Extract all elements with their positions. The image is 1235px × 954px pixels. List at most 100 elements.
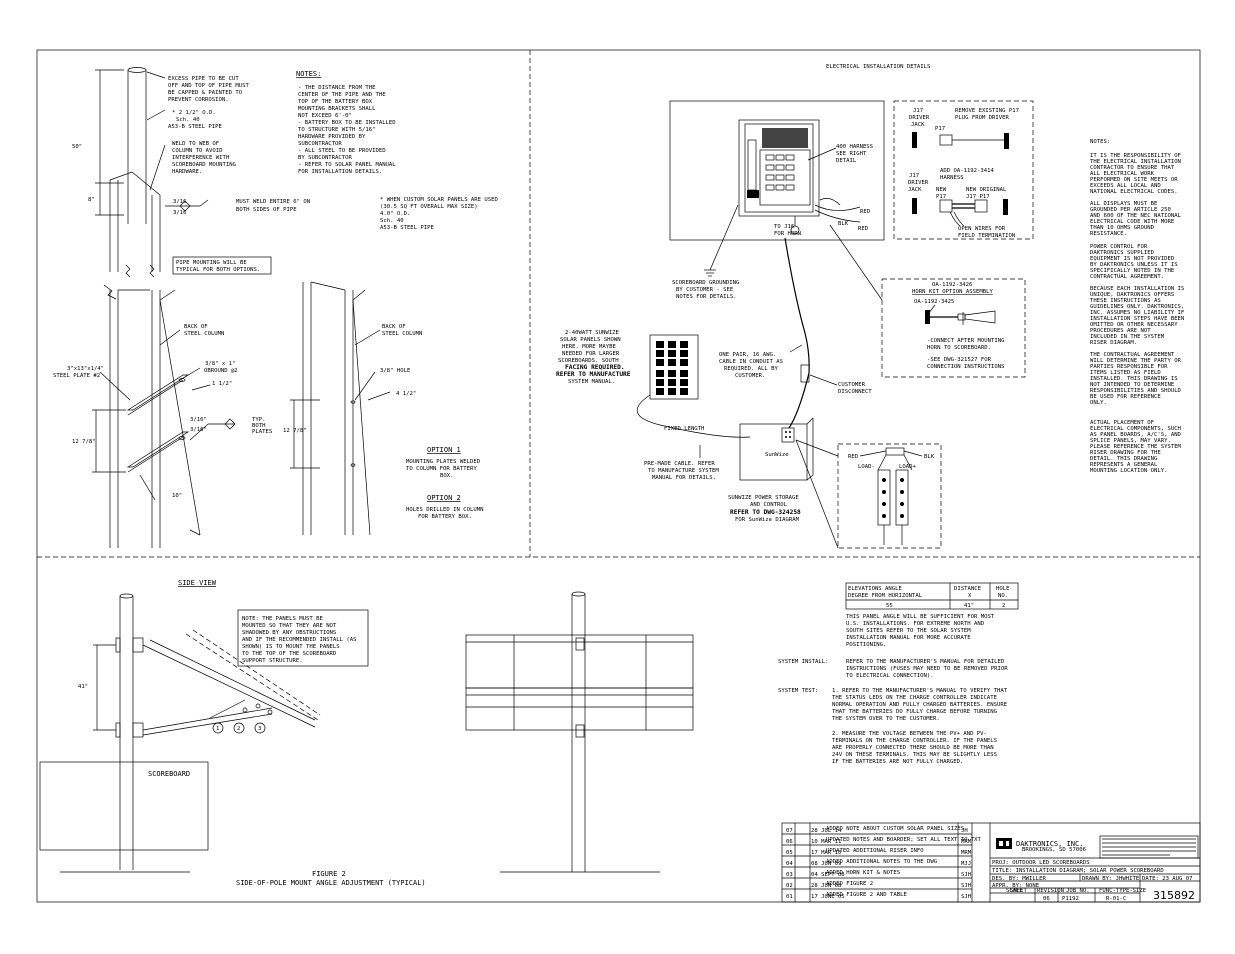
solar-note-line: NEEDED FOR LARGER xyxy=(562,351,620,357)
install-line: INSTRUCTIONS (FUSES MAY NEED TO BE REMOV… xyxy=(846,666,1008,672)
custom-note-line: A53-B STEEL PIPE xyxy=(380,225,435,231)
rev-desc: ADDED NOTE ABOUT CUSTOM SOLAR PANEL SIZE… xyxy=(826,826,964,832)
below-line: INSTALLATION MANUAL FOR MORE ACCURATE xyxy=(846,635,971,641)
remove-note-2: PLUG FROM DRIVER xyxy=(955,115,1010,121)
dim-1-5: 1 1/2" xyxy=(212,381,232,387)
harness-note-3: DETAIL xyxy=(836,158,857,164)
rn-line: THE ELECTRICAL INSTALLATION xyxy=(1090,159,1181,165)
td-hole: 2 xyxy=(1002,603,1005,609)
j17-b-3: JACK xyxy=(908,187,922,193)
excess-note-3: BE CAPPED & PAINTED TO xyxy=(168,90,243,96)
custom-note-line: 4.0" O.D. xyxy=(380,211,410,217)
daktronics-logo xyxy=(996,838,1012,849)
storage-3: REFER TO DWG-324258 xyxy=(730,509,801,516)
figure-caption: SIDE-OF-POLE MOUNT ANGLE ADJUSTMENT (TYP… xyxy=(236,879,426,887)
hole-38: 3/8" HOLE xyxy=(380,368,411,374)
dim-41: 41" xyxy=(78,684,88,690)
appr-label: APPR. BY: NONE xyxy=(992,883,1040,889)
rn-line: INSTALLATION STEPS HAVE BEEN xyxy=(1090,316,1184,322)
rn-line: EQUIPMENT IS NOT PROVIDED xyxy=(1090,256,1175,262)
rn-line: UNIQUE, DAKTRONICS OFFERS xyxy=(1090,292,1174,298)
option2-title: OPTION 2 xyxy=(427,494,461,502)
pipe-note-3: A53-B STEEL PIPE xyxy=(168,124,223,130)
th-angle-2: DEGREE FROM HORIZONTAL xyxy=(848,593,923,599)
rn-line: AS PANEL BOARDS, A/C'S, AND xyxy=(1090,432,1182,438)
rev-date: 28 JUL 14 xyxy=(811,828,842,834)
notes-title: NOTES: xyxy=(296,70,321,78)
test-line: NORMAL OPERATION AND FULLY CHARGED BATTE… xyxy=(832,702,1008,708)
scale-label: SCALE xyxy=(1006,888,1023,894)
rn-line: IT IS THE RESPONSIBILITY OF xyxy=(1090,153,1182,159)
weld-note-2: COLUMN TO AVOID xyxy=(172,148,223,154)
weld-typ-a: 3/16" xyxy=(190,417,207,423)
horn-kit-2: HORN KIT OPTION ASSEMBLY xyxy=(912,289,993,295)
blk-label: BLK xyxy=(838,221,849,227)
scoreboard-enclosure xyxy=(669,100,885,241)
rn-line: CONTRACTUAL AGREEMENT. xyxy=(1090,274,1164,280)
excess-note-1: EXCESS PIPE TO BE CUT xyxy=(168,76,239,82)
horn-note-line: HORN TO SCOREBOARD. xyxy=(927,345,991,351)
horn-note-line: -SEE DWG-321527 FOR xyxy=(927,357,992,363)
option1-text-1: MOUNTING PLATES WELDED xyxy=(406,459,481,465)
red2-label: RED xyxy=(848,454,859,460)
rn-line: REPRESENTS A GENERAL xyxy=(1090,462,1158,468)
test-label: SYSTEM TEST: xyxy=(778,688,818,694)
test-line: THE STATUS LEDS ON THE CHARGE CONTROLLER… xyxy=(832,695,998,701)
custom-note-line: * WHEN CUSTOM SOLAR PANELS ARE USED xyxy=(380,197,499,203)
circle-1: 1 xyxy=(216,726,219,732)
note-line: - BATTERY BOX TO BE INSTALLED xyxy=(298,120,396,126)
table-below-note: THIS PANEL ANGLE WILL BE SUFFICIENT FOR … xyxy=(846,614,995,648)
rev-desc: UPDATED NOTES AND BOARDER; SET ALL TEXT … xyxy=(826,837,982,843)
rev-by: MRM xyxy=(961,839,972,845)
remove-note-1: REMOVE EXISTING P17 xyxy=(955,108,1019,114)
back-col-a-2: STEEL COLUMN xyxy=(184,331,224,337)
test-line: ARE PROPERLY CONNECTED THERE SHOULD BE M… xyxy=(832,745,994,751)
rn-line: MOUNTING LOCATION ONLY. xyxy=(1090,468,1167,474)
drawing-border xyxy=(36,49,1201,903)
rev-desc: ADDED ADDITIONAL NOTES TO THE DWG xyxy=(826,859,938,865)
option2-text-2: FOR BATTERY BOX. xyxy=(418,514,472,520)
storage-4: FOR SunWize DIAGRAM xyxy=(735,517,800,523)
note-line: CENTER OF THE PIPE AND THE xyxy=(298,92,386,98)
harness-note-2: SEE RIGHT xyxy=(836,151,867,157)
option2-text-1: HOLES DRILLED IN COLUMN xyxy=(406,507,483,513)
fixed-length-2: PRE-MADE CABLE. REFER xyxy=(644,461,715,467)
side-view-title: SIDE VIEW xyxy=(178,579,217,587)
side-note-line: AND IF THE RECOMMENDED INSTALL (AS xyxy=(242,637,357,643)
horn-note-line: -CONNECT AFTER MOUNTING xyxy=(927,338,1005,344)
side-note-line: TO THE TOP OF THE SCOREBOARD xyxy=(242,651,337,657)
steel-plate-2: STEEL PLATE #2 xyxy=(53,373,100,379)
j17-b-1: J17 xyxy=(909,173,919,179)
note-line: MOUNTING BRACKETS SHALL xyxy=(298,106,376,112)
rn-line: WILL DETERMINE THE PARTY OR xyxy=(1090,358,1182,364)
td-angle: 55 xyxy=(886,603,893,609)
typ-both-2: BOTH xyxy=(252,423,265,429)
rev-by: MRM xyxy=(961,850,972,856)
rn-line: NATIONAL ELECTRICAL CODES. xyxy=(1090,189,1178,195)
electrical-title: ELECTRICAL INSTALLATION DETAILS xyxy=(826,64,930,70)
rn-line: BE USED FOR REFERENCE xyxy=(1090,394,1161,400)
add-harness-1: ADD OA-1192-3414 xyxy=(940,168,995,174)
rn-line: RISER DIAGRAM. xyxy=(1090,340,1137,346)
func-val: R-01-C xyxy=(1106,896,1126,902)
controller-box xyxy=(738,119,820,217)
company-city: BROOKINGS, SD 57006 xyxy=(1022,847,1086,853)
below-line: SOUTH SITES REFER TO THE SOLAR SYSTEM xyxy=(846,628,971,634)
terminal-detail-box xyxy=(837,443,942,549)
rev-date: 04 SEPT 08 xyxy=(811,872,845,878)
rn-line: NOT INTENDED TO DETERMINE xyxy=(1090,382,1175,388)
horn-part: OA-1192-3425 xyxy=(914,299,954,305)
excess-note-2: OFF AND TOP OF PIPE MUST xyxy=(168,83,249,89)
pipe-mount-2: TYPICAL FOR BOTH OPTIONS. xyxy=(176,267,260,273)
test-line: 24V ON THESE TERMINALS. THIS MAY BE SLIG… xyxy=(832,752,997,758)
circle-3: 3 xyxy=(258,726,261,732)
rn-line: ALL ELECTRICAL WORK xyxy=(1090,171,1155,177)
new-original-1: NEW ORIGINAL xyxy=(966,187,1007,193)
j17-b-2: DRIVER xyxy=(908,180,929,186)
horn-kit-1: OA-1192-3426 xyxy=(932,282,972,288)
des-label: DES. BY: MWILLER xyxy=(992,876,1047,882)
j17-a-2: DRIVER xyxy=(909,115,930,121)
weld-note-3: INTERFERENCE WITH xyxy=(172,155,229,161)
notes-list: - THE DISTANCE FROM THE CENTER OF THE PI… xyxy=(298,85,396,175)
rn-line: ELECTRICAL CODE WITH MORE xyxy=(1090,219,1175,225)
